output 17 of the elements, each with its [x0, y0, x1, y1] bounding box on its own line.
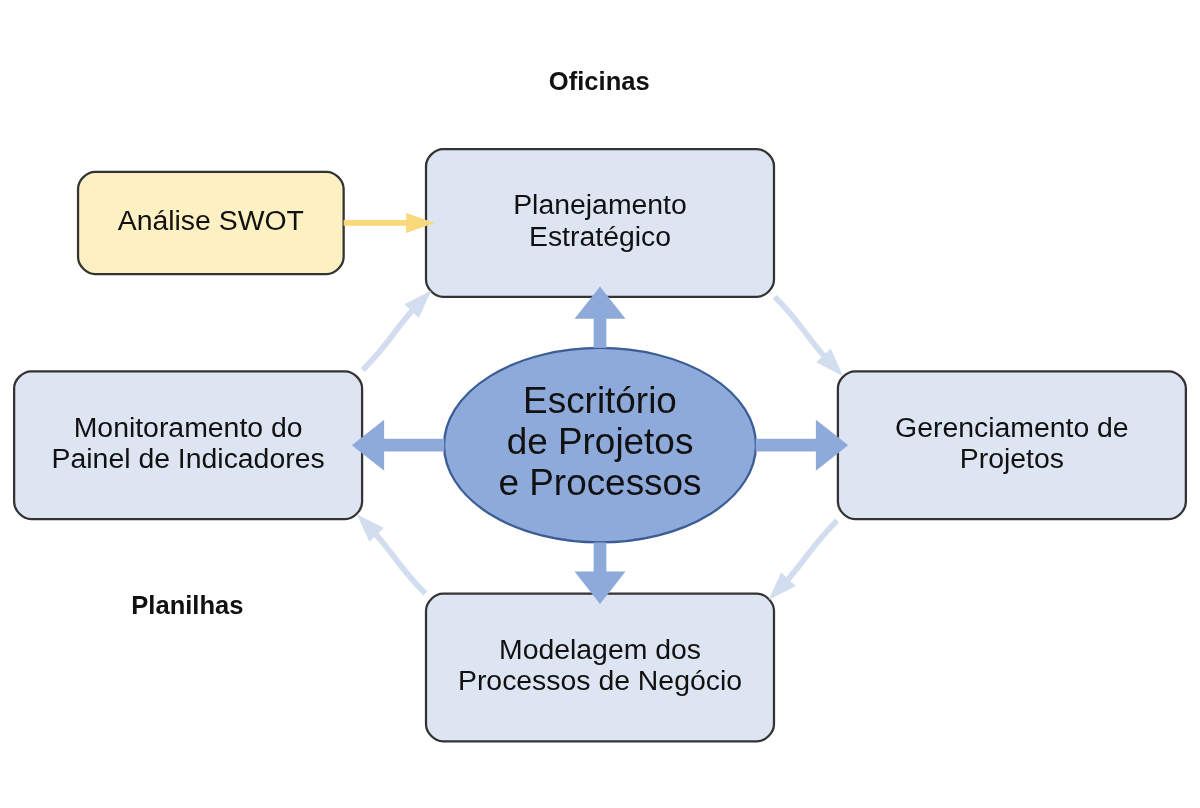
node-box: Monitoramento do Painel de Indicadores — [13, 370, 364, 521]
arrow — [772, 294, 844, 377]
arrow — [574, 542, 626, 604]
arrow — [351, 419, 445, 471]
node-ellipse: Escritório de Projetos e Processos — [442, 346, 758, 544]
arrow — [574, 286, 626, 348]
arrow — [360, 290, 432, 372]
arrow — [768, 518, 840, 600]
arrow — [755, 419, 849, 471]
node-box: Modelagem dos Processos de Negócio — [424, 592, 776, 743]
node-box: Planejamento Estratégico — [424, 147, 776, 298]
node-box: Gerenciamento de Projetos — [836, 370, 1187, 521]
arrow — [356, 514, 428, 596]
arrow — [343, 212, 435, 233]
node-label: Planilhas — [131, 591, 244, 620]
node-box: Análise SWOT — [76, 170, 345, 276]
node-label: Oficinas — [548, 66, 650, 95]
